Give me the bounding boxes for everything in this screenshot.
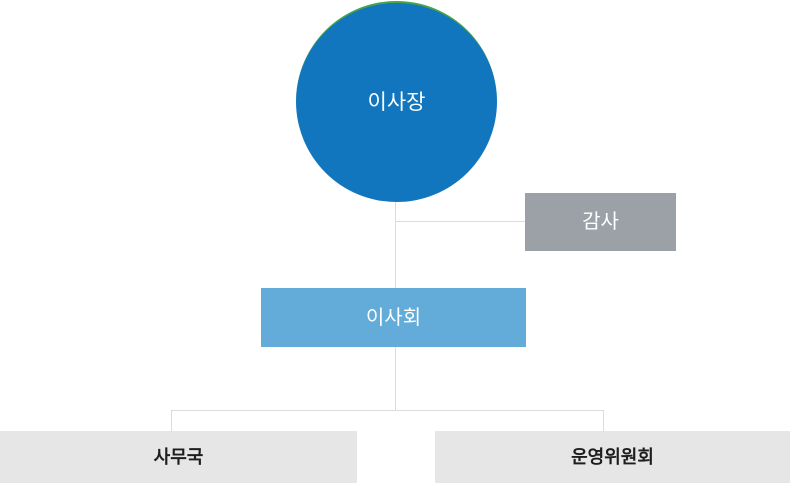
node-auditor-label: 감사 xyxy=(582,211,619,233)
connector-drop-to-secretariat xyxy=(171,410,172,432)
node-secretariat: 사무국 xyxy=(0,431,357,483)
connector-branch-to-auditor xyxy=(395,221,525,222)
node-secretariat-label: 사무국 xyxy=(153,447,204,467)
node-auditor: 감사 xyxy=(525,193,676,251)
node-steering-committee: 운영위원회 xyxy=(435,431,790,483)
connector-bottom-horizontal xyxy=(171,410,604,411)
node-board-label: 이사회 xyxy=(365,306,422,329)
node-chairman: 이사장 xyxy=(296,1,497,202)
node-steering-committee-label: 운영위원회 xyxy=(571,447,654,467)
node-chairman-label: 이사장 xyxy=(367,91,426,114)
node-board: 이사회 xyxy=(261,288,526,347)
connector-drop-to-steering-committee xyxy=(603,410,604,432)
